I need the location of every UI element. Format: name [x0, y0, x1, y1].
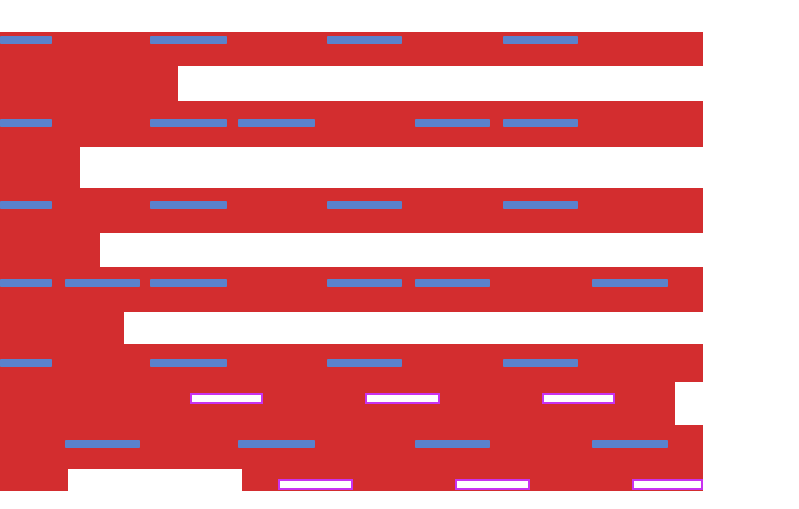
highlight-span[interactable] — [150, 359, 227, 367]
selection-box[interactable] — [542, 393, 615, 404]
highlight-span[interactable] — [327, 359, 402, 367]
highlight-span[interactable] — [150, 201, 227, 209]
redaction-band — [0, 267, 703, 312]
highlight-span[interactable] — [415, 440, 490, 448]
highlight-span[interactable] — [150, 119, 227, 127]
redaction-band — [0, 312, 124, 344]
highlight-span[interactable] — [238, 440, 315, 448]
redaction-band — [0, 147, 80, 188]
highlight-span[interactable] — [503, 201, 578, 209]
highlight-span[interactable] — [150, 279, 227, 287]
redaction-band — [0, 469, 68, 491]
redaction-band — [0, 233, 100, 267]
highlight-span[interactable] — [415, 279, 490, 287]
highlight-span[interactable] — [0, 36, 52, 44]
highlight-span[interactable] — [238, 119, 315, 127]
redaction-band — [0, 101, 703, 147]
highlight-span[interactable] — [415, 119, 490, 127]
highlight-span[interactable] — [503, 119, 578, 127]
white-notch — [178, 66, 703, 101]
white-notch — [100, 233, 703, 267]
highlight-span[interactable] — [503, 36, 578, 44]
highlight-span[interactable] — [592, 440, 668, 448]
highlight-span[interactable] — [503, 359, 578, 367]
highlight-span[interactable] — [150, 36, 227, 44]
highlight-span[interactable] — [65, 440, 140, 448]
highlight-span[interactable] — [0, 359, 52, 367]
highlight-span[interactable] — [327, 279, 402, 287]
highlight-span[interactable] — [0, 119, 52, 127]
highlight-span[interactable] — [327, 36, 402, 44]
selection-box[interactable] — [632, 479, 703, 490]
highlight-span[interactable] — [592, 279, 668, 287]
redaction-band — [0, 188, 703, 233]
highlight-span[interactable] — [0, 279, 52, 287]
highlight-span[interactable] — [65, 279, 140, 287]
selection-box[interactable] — [455, 479, 530, 490]
white-notch — [124, 312, 703, 344]
white-notch — [80, 147, 703, 188]
selection-box[interactable] — [365, 393, 440, 404]
highlight-span[interactable] — [327, 201, 402, 209]
selection-box[interactable] — [278, 479, 353, 490]
white-notch — [675, 382, 703, 425]
highlight-span[interactable] — [0, 201, 52, 209]
selection-box[interactable] — [190, 393, 263, 404]
white-notch — [68, 469, 242, 491]
